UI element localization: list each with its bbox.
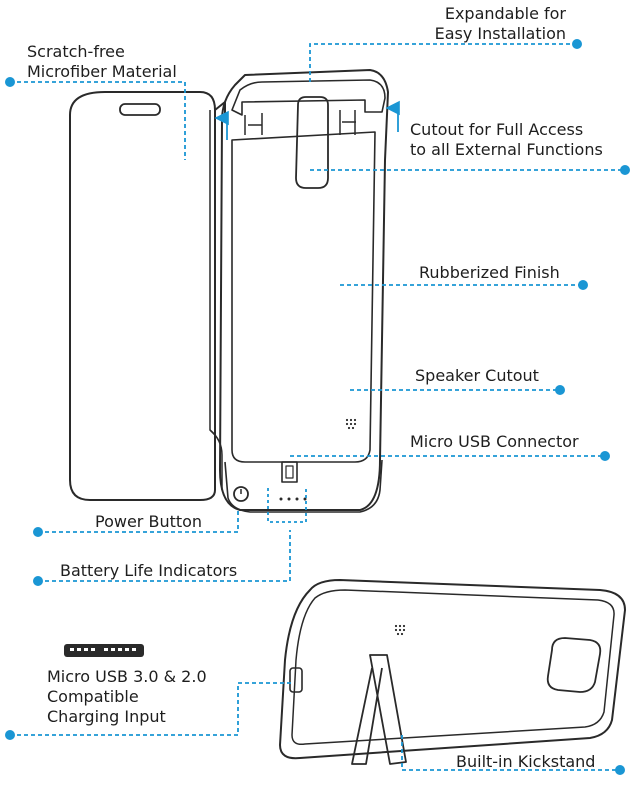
label-cutout: Cutout for Full Access to all External F… [410,120,603,160]
label-speaker-cutout: Speaker Cutout [415,366,539,385]
label-scratch-free: Scratch-free Microfiber Material [27,42,177,82]
label-usb-charging-input-line2: Compatible [47,687,139,706]
label-expandable: Expandable for Easy Installation [400,4,566,44]
back-case [219,69,389,513]
label-scratch-free-line2: Microfiber Material [27,62,177,81]
kickstand-case [279,579,626,765]
label-expandable-line1: Expandable for [444,4,566,23]
label-expandable-line2: Easy Installation [434,24,566,43]
label-usb-charging-input: Micro USB 3.0 & 2.0 Compatible Charging … [47,667,207,727]
label-built-in-kickstand: Built-in Kickstand [456,752,596,771]
kickstand-case-speaker [394,624,406,636]
label-power-button: Power Button [95,512,203,531]
flip-cover [69,91,226,501]
label-micro-usb-connector: Micro USB Connector [410,432,579,451]
label-rubberized-finish: Rubberized Finish [419,263,560,282]
speaker-holes [345,418,357,430]
label-usb-charging-input-line3: Charging Input [47,707,166,726]
callout-lines [10,43,625,771]
label-cutout-line2: to all External Functions [410,140,603,159]
label-battery-life-indicators: Battery Life Indicators [60,561,238,580]
label-cutout-line1: Cutout for Full Access [410,120,584,139]
label-usb-charging-input-line1: Micro USB 3.0 & 2.0 [47,667,207,686]
usb-plug-icon [64,644,144,657]
callout-dots [5,39,630,775]
label-scratch-free-line1: Scratch-free [27,42,125,61]
battery-indicator-dots [279,497,307,501]
